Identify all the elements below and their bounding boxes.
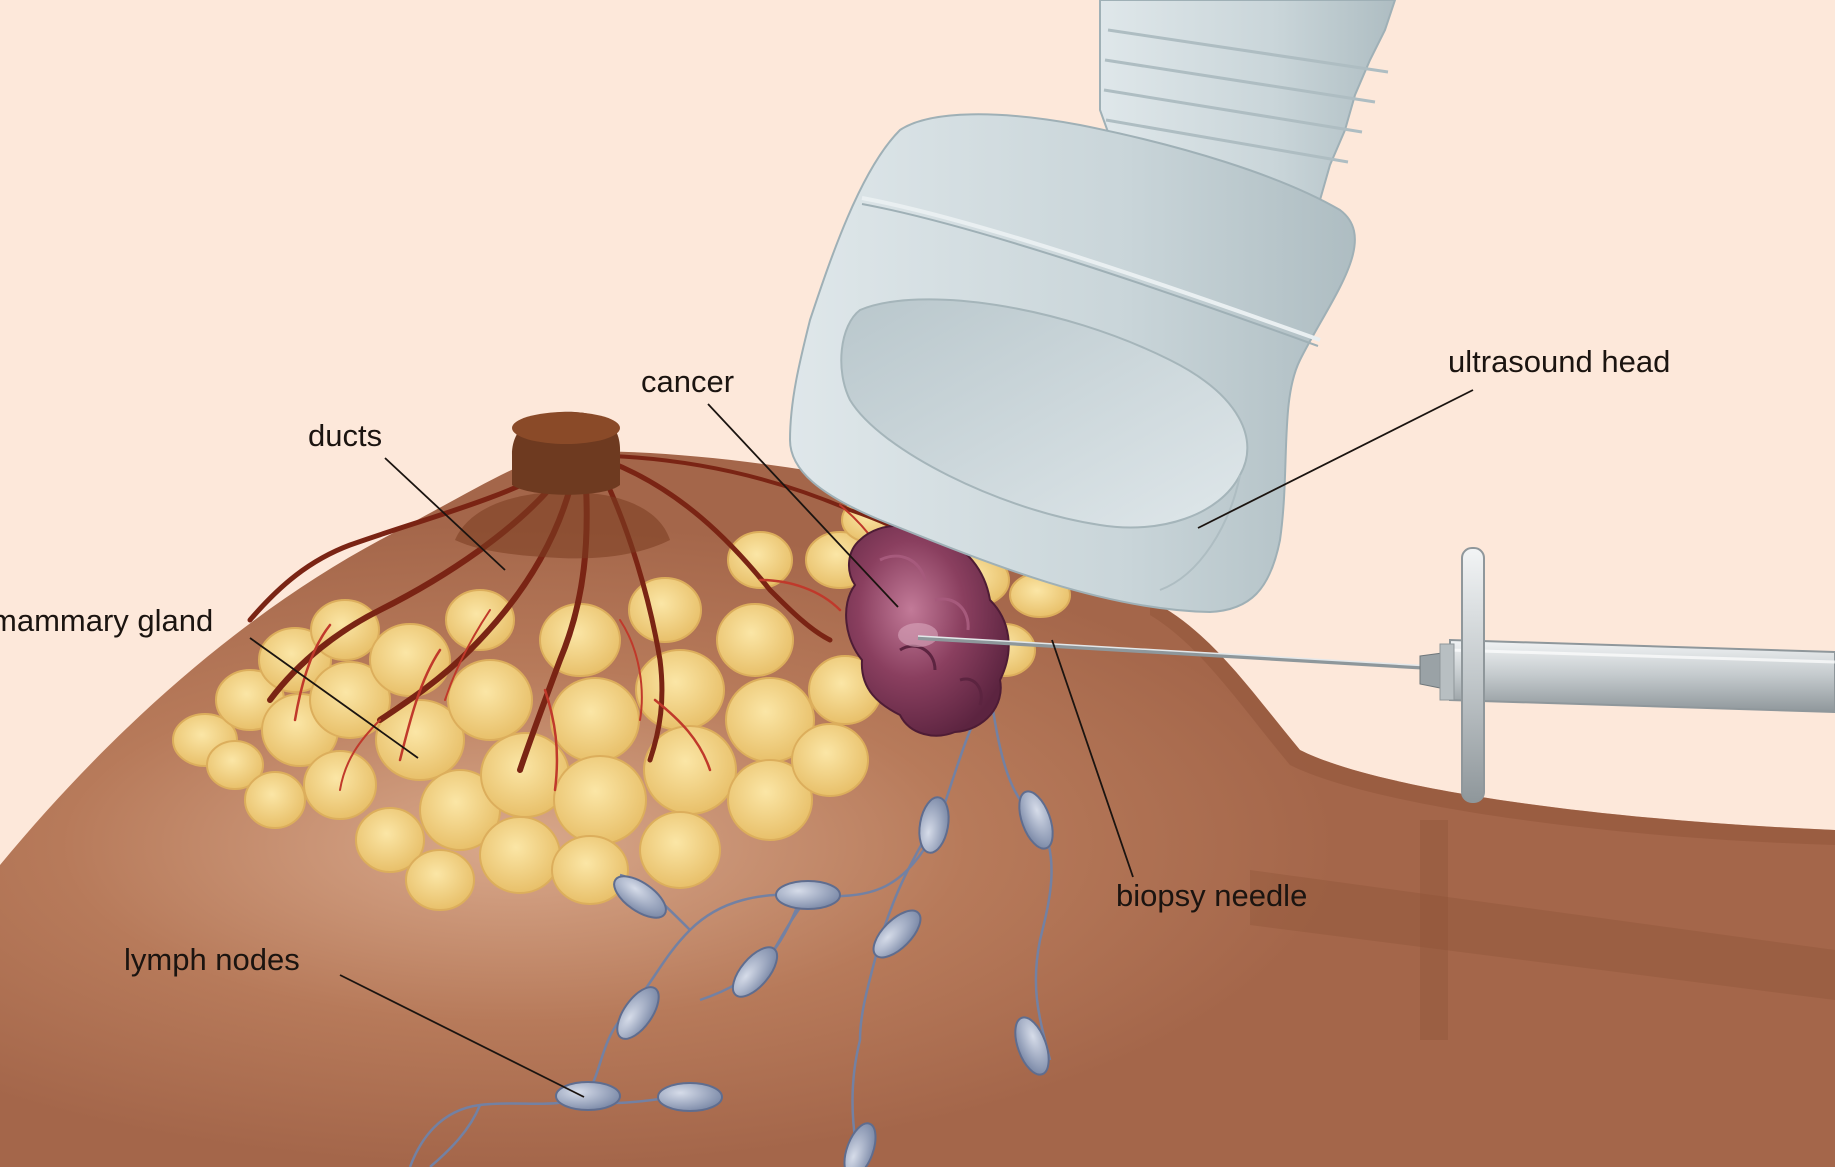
biopsy-syringe xyxy=(917,547,1835,803)
cancer-tumor xyxy=(845,524,1010,737)
label-biopsy-needle: biopsy needle xyxy=(1116,878,1308,913)
label-ducts: ducts xyxy=(308,418,383,453)
mammary-gland-lobules xyxy=(172,497,1071,911)
leader-lines xyxy=(249,389,1474,1098)
label-ultrasound-head: ultrasound head xyxy=(1448,344,1671,379)
ultrasound-probe xyxy=(788,0,1397,614)
lymph-nodes xyxy=(555,790,1054,1167)
nipple xyxy=(455,411,670,559)
label-lymph-nodes: lymph nodes xyxy=(124,942,300,977)
label-mammary-gland: mammary gland xyxy=(0,603,214,638)
label-cancer: cancer xyxy=(641,364,735,399)
